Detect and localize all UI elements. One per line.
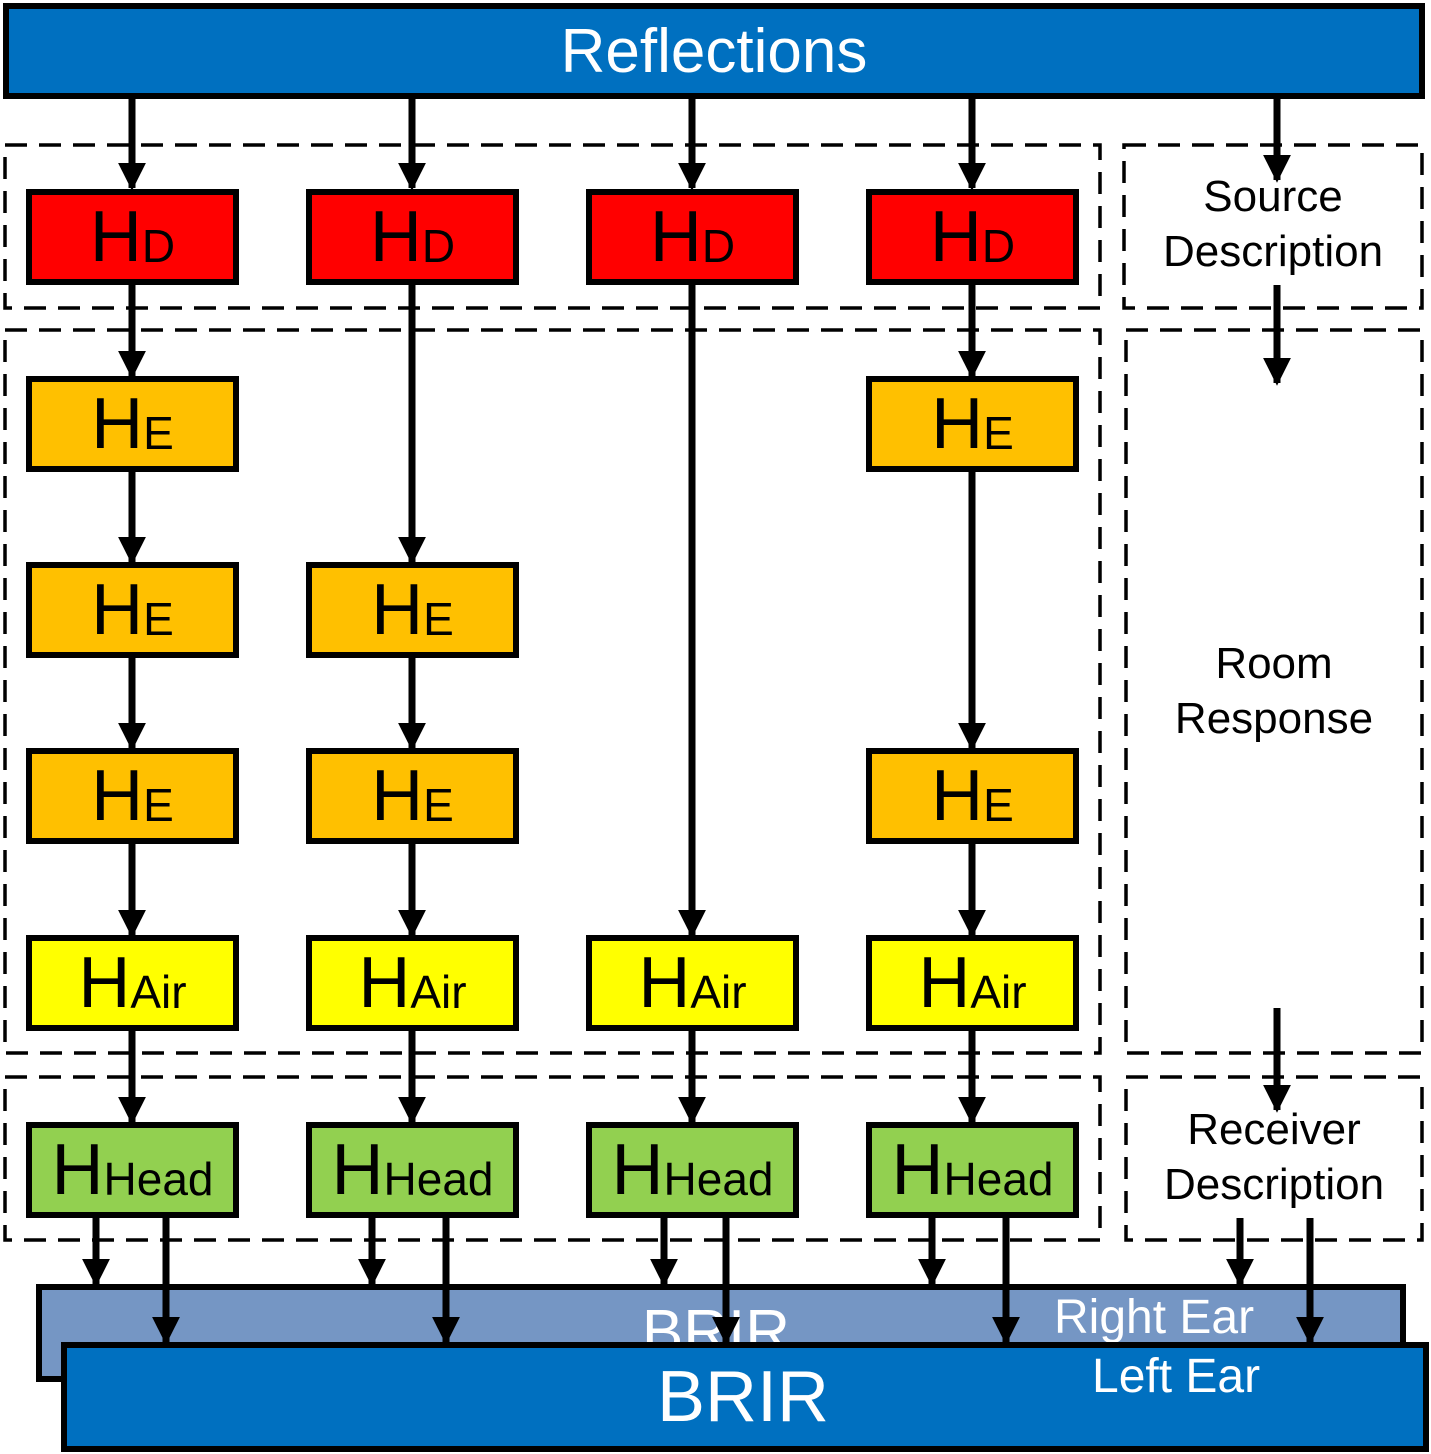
block-subscript: Head	[663, 1153, 774, 1205]
block-subscript: Air	[130, 966, 187, 1018]
brir-left-ear-box: BRIR	[61, 1342, 1429, 1452]
block-main-letter: H	[891, 1130, 944, 1210]
section-label-line: Source	[1203, 172, 1343, 221]
section-label-line: Description	[1163, 1160, 1385, 1209]
block-main-letter: H	[371, 570, 424, 650]
section-label-line: Response	[1174, 694, 1374, 743]
block-subscript: Head	[383, 1153, 494, 1205]
reflections-title: Reflections	[560, 16, 868, 86]
block-subscript: D	[701, 220, 736, 272]
block-subscript: E	[983, 779, 1014, 831]
left-ear-label: Left Ear	[1092, 1350, 1261, 1403]
block-subscript: D	[981, 220, 1016, 272]
block-main-letter: H	[371, 756, 424, 836]
block-subscript: Head	[103, 1153, 214, 1205]
block-main-letter: H	[611, 1130, 664, 1210]
section-label-line: Room	[1215, 639, 1333, 688]
block-main-letter: H	[91, 570, 144, 650]
block-main-letter: H	[931, 384, 984, 464]
block-main-letter: H	[931, 756, 984, 836]
section-label-line: Description	[1162, 227, 1384, 276]
block-main-letter: H	[918, 943, 971, 1023]
block-subscript: E	[423, 779, 454, 831]
block-main-letter: H	[638, 943, 691, 1023]
block-subscript: E	[983, 407, 1014, 459]
block-subscript: E	[423, 593, 454, 645]
reflections-banner: Reflections	[3, 3, 1425, 99]
block-main-letter: H	[358, 943, 411, 1023]
block-subscript: E	[143, 593, 174, 645]
block-main-letter: H	[369, 197, 422, 277]
room-group-frame	[3, 328, 1102, 1055]
source-description-frame	[1122, 143, 1424, 310]
receiver-group-frame	[3, 1075, 1102, 1242]
source-group-frame	[3, 143, 1102, 310]
block-main-letter: H	[78, 943, 131, 1023]
block-main-letter: H	[91, 756, 144, 836]
block-subscript: Air	[690, 966, 747, 1018]
right-ear-label: Right Ear	[1054, 1291, 1255, 1344]
source-description-label: Source Description	[1126, 169, 1420, 279]
receiver-description-label: Receiver Description	[1128, 1102, 1420, 1212]
block-subscript: D	[421, 220, 456, 272]
room-response-label: Room Response	[1128, 636, 1420, 746]
block-main-letter: H	[89, 197, 142, 277]
block-subscript: E	[143, 407, 174, 459]
block-main-letter: H	[331, 1130, 384, 1210]
block-main-letter: H	[91, 384, 144, 464]
brir-left-label: BRIR	[656, 1357, 830, 1437]
block-main-letter: H	[929, 197, 982, 277]
block-main-letter: H	[51, 1130, 104, 1210]
section-label-line: Receiver	[1187, 1105, 1361, 1154]
block-subscript: D	[141, 220, 176, 272]
block-subscript: Air	[410, 966, 467, 1018]
block-subscript: Head	[943, 1153, 1054, 1205]
block-subscript: Air	[970, 966, 1027, 1018]
block-subscript: E	[143, 779, 174, 831]
block-main-letter: H	[649, 197, 702, 277]
